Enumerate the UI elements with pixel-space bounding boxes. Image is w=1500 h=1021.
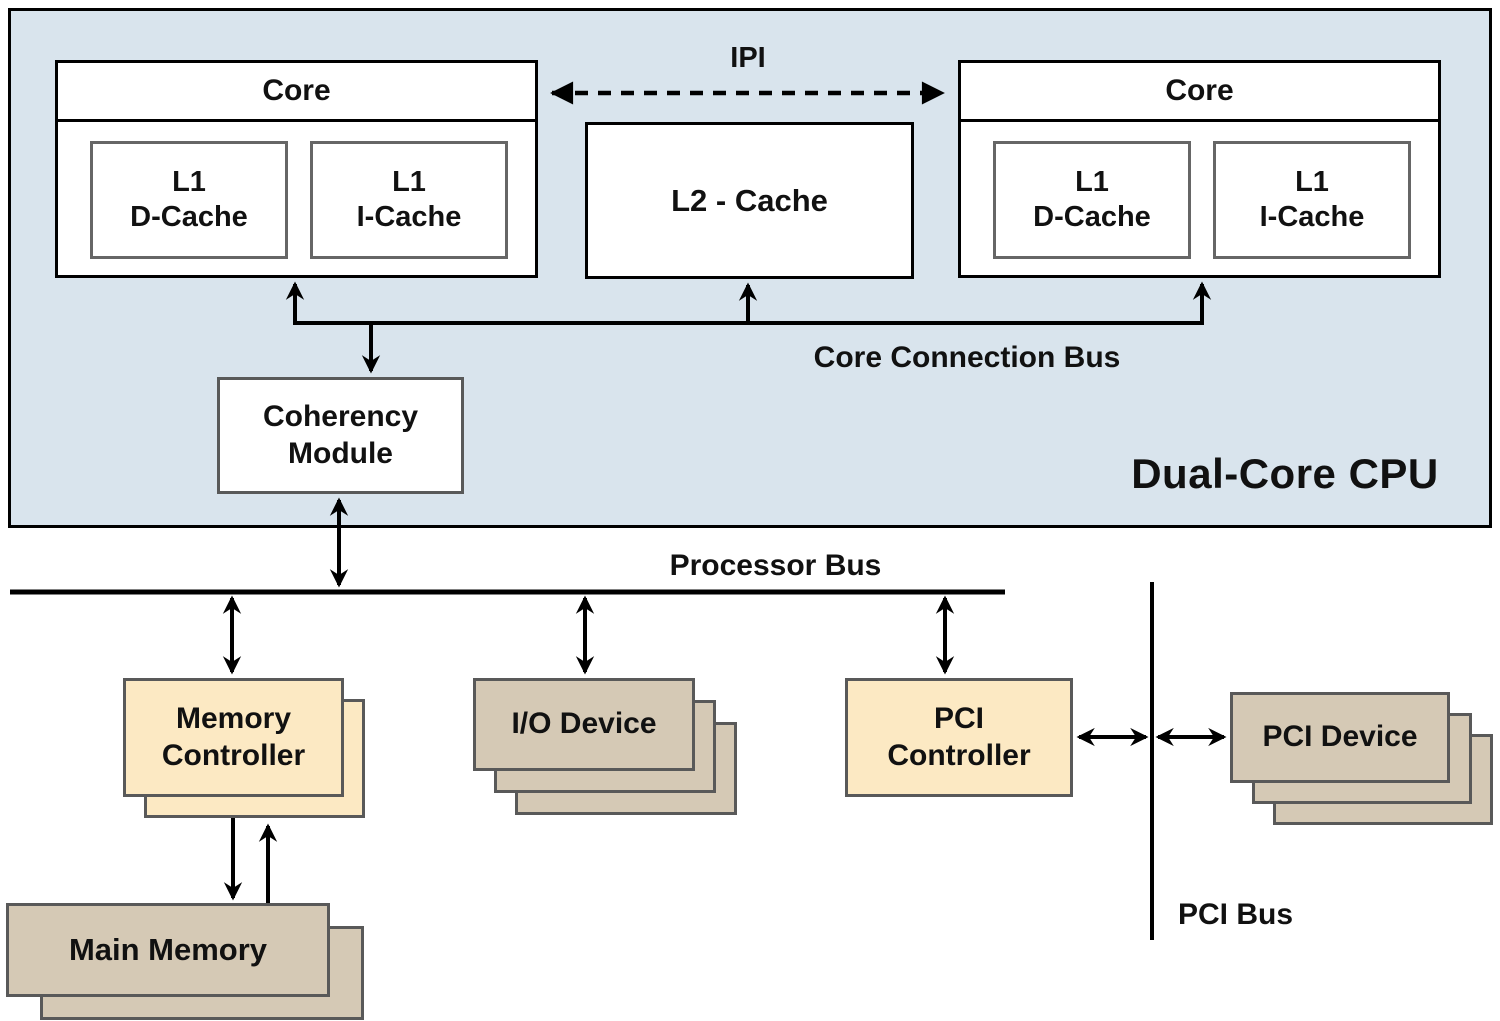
ipi-label: IPI (730, 42, 766, 74)
pci-bus-label: PCI Bus (1178, 898, 1294, 931)
io-device-box: I/O Device (473, 678, 695, 771)
core-right-l1-icache-box: L1 I-Cache (1213, 141, 1411, 259)
core-left-l1-dcache-box: L1 D-Cache (90, 141, 288, 259)
l2-cache-box: L2 - Cache (585, 122, 914, 279)
pci-device-box: PCI Device (1230, 692, 1450, 783)
core-right-box: Core L1 D-Cache L1 I-Cache (958, 60, 1441, 278)
core-left-box: Core L1 D-Cache L1 I-Cache (55, 60, 538, 278)
core-left-title: Core (58, 63, 535, 122)
coherency-module-box: Coherency Module (217, 377, 464, 494)
core-right-title: Core (961, 63, 1438, 122)
processor-bus-label: Processor Bus (669, 549, 882, 582)
core-left-l1-icache-box: L1 I-Cache (310, 141, 508, 259)
memory-controller-box: Memory Controller (123, 678, 344, 797)
pci-controller-box: PCI Controller (845, 678, 1073, 797)
core-right-l1-dcache-box: L1 D-Cache (993, 141, 1191, 259)
core-connection-bus-label: Core Connection Bus (813, 341, 1121, 374)
main-memory-box: Main Memory (6, 903, 330, 997)
dual-core-cpu-label: Dual-Core CPU (1131, 450, 1439, 497)
